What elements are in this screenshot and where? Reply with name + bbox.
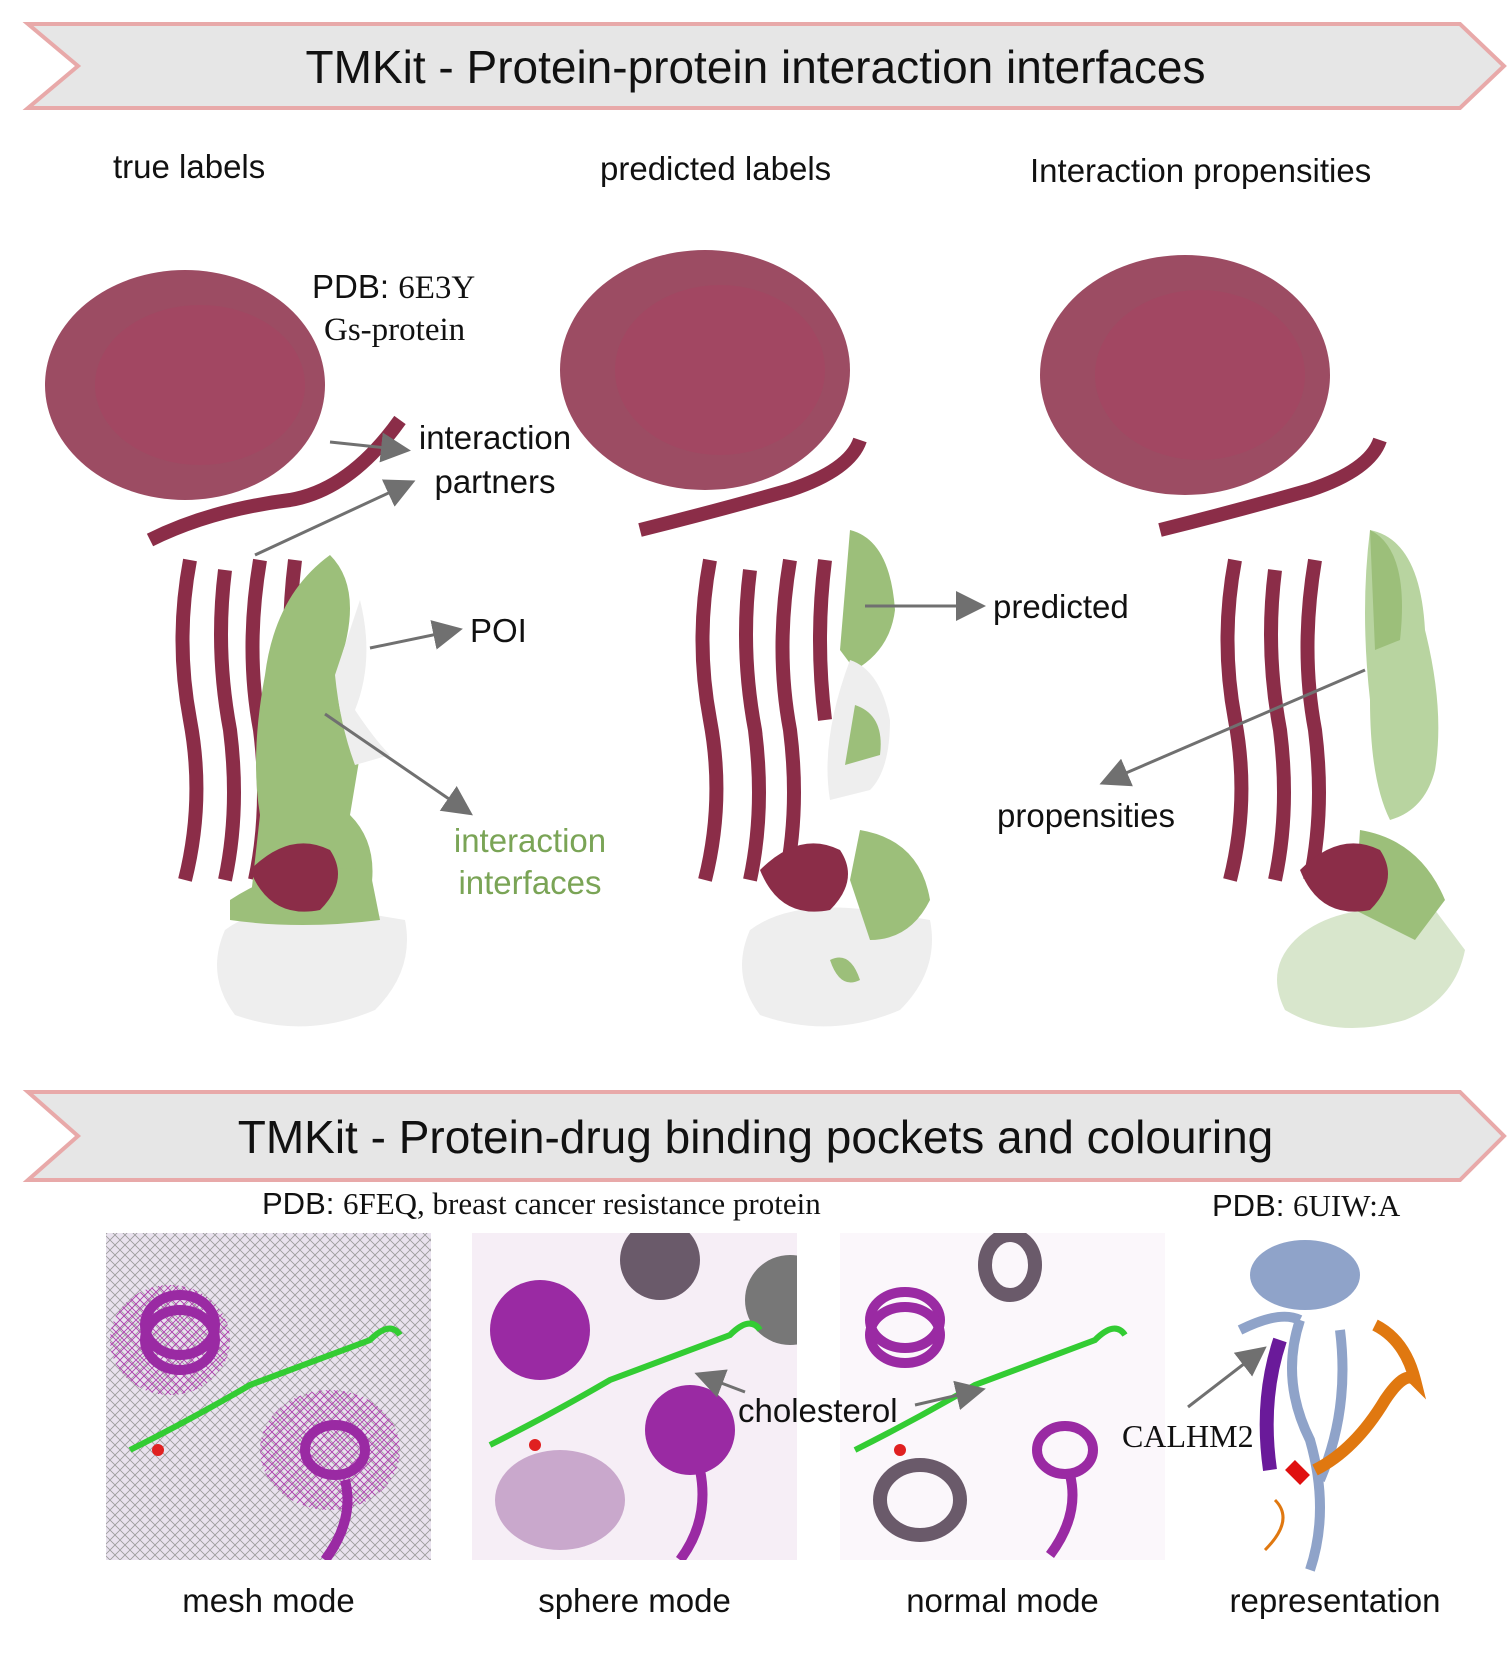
banner-arrow-shape — [22, 1090, 1507, 1182]
pdb-top-name: Gs-protein — [324, 312, 466, 348]
annotation-calhm2: CALHM2 — [1122, 1418, 1254, 1454]
banner-bottom: TMKit - Protein-drug binding pockets and… — [0, 1088, 1511, 1184]
pdb-text: 6UIW:A — [1292, 1188, 1401, 1223]
annotation-arrows — [254, 432, 1366, 816]
bottom-arrows — [694, 1346, 1267, 1411]
annotation-line: interaction — [453, 822, 607, 859]
annotation-interaction-partners: interaction partners — [410, 416, 580, 504]
structure-propensities — [1040, 255, 1465, 1028]
banner-top-title: TMKit - Protein-protein interaction inte… — [305, 41, 1206, 93]
annotation-poi: POI — [470, 612, 527, 649]
annotation-line: interaction — [418, 419, 572, 456]
protein-structures-figure — [45, 250, 1465, 1028]
banner-top: TMKit - Protein-protein interaction inte… — [0, 20, 1511, 112]
structure-true-labels — [45, 270, 407, 1027]
column-title-true-labels: true labels — [113, 148, 266, 185]
annotation-line: partners — [434, 463, 556, 500]
annotation-line: interfaces — [458, 864, 602, 901]
mode-label-sphere: sphere mode — [538, 1582, 731, 1619]
panel-representation — [1237, 1240, 1427, 1572]
annotation-cholesterol: cholesterol — [738, 1392, 898, 1429]
column-title-predicted-labels: predicted labels — [600, 150, 832, 187]
pdb-text: 6FEQ, breast cancer resistance protein — [342, 1186, 821, 1221]
column-title-propensities: Interaction propensities — [1030, 152, 1372, 189]
panel-mesh-mode — [106, 1233, 431, 1560]
pdb-id: 6E3Y — [398, 270, 476, 306]
panel-normal-mode — [840, 1233, 1165, 1560]
annotation-propensities: propensities — [997, 797, 1175, 834]
pdb-prefix: PDB: — [262, 1186, 335, 1221]
pdb-bottom-right-label: PDB: 6UIW:A — [1212, 1188, 1400, 1224]
pdb-top-label: PDB: 6E3Y — [312, 268, 475, 307]
annotation-interaction-interfaces: interaction interfaces — [440, 820, 620, 904]
mode-label-normal: normal mode — [906, 1582, 1099, 1619]
pdb-bottom-left-label: PDB: 6FEQ, breast cancer resistance prot… — [262, 1186, 821, 1222]
mode-label-representation: representation — [1229, 1582, 1441, 1619]
panel-sphere-mode — [472, 1233, 797, 1560]
banner-bottom-title: TMKit - Protein-drug binding pockets and… — [237, 1111, 1274, 1163]
structure-predicted-labels — [560, 250, 932, 1027]
annotation-predicted: predicted — [993, 588, 1129, 625]
pdb-prefix: PDB: — [1212, 1188, 1285, 1223]
banner-arrow-shape — [22, 22, 1507, 110]
mode-label-mesh: mesh mode — [182, 1582, 355, 1619]
pdb-prefix: PDB: — [312, 268, 390, 305]
